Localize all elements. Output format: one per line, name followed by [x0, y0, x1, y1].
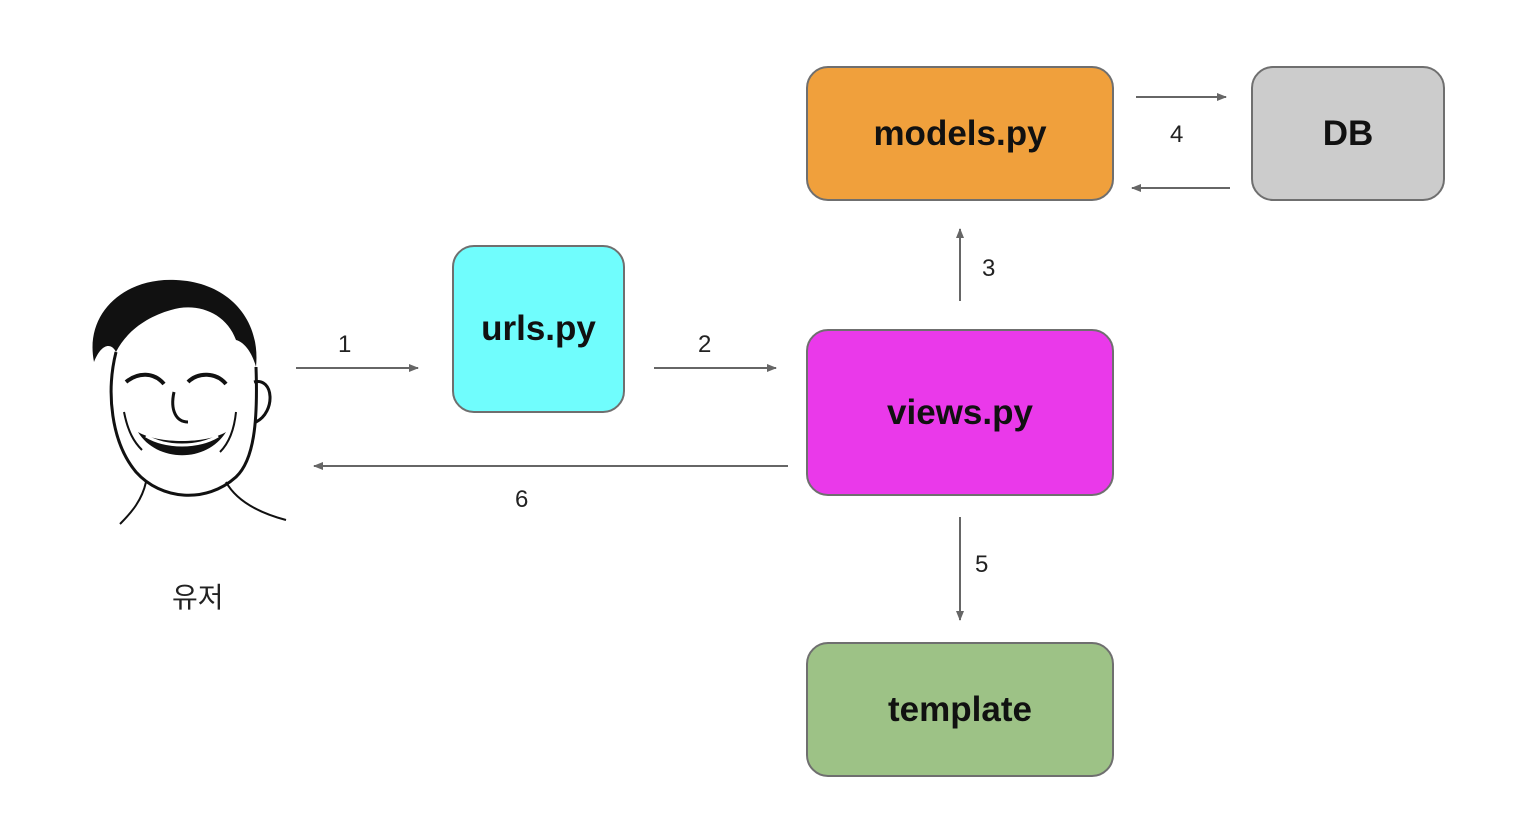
step-4-label: 4 — [1170, 121, 1184, 148]
db-node: DB — [1251, 66, 1445, 201]
urls-label: urls.py — [481, 309, 596, 348]
step-3-label: 3 — [982, 255, 996, 282]
urls-node: urls.py — [452, 245, 625, 413]
step-5-label: 5 — [975, 551, 989, 578]
models-node: models.py — [806, 66, 1114, 201]
db-label: DB — [1322, 113, 1374, 153]
views-node: views.py — [806, 329, 1114, 496]
step-2-label: 2 — [698, 331, 712, 358]
step-1-label: 1 — [338, 331, 352, 358]
laughing-face-icon — [92, 279, 287, 525]
models-label: models.py — [873, 113, 1047, 153]
template-label: template — [888, 689, 1032, 729]
template-node: template — [806, 642, 1114, 777]
views-label: views.py — [887, 392, 1033, 432]
user-label: 유저 — [172, 581, 224, 614]
step-6-label: 6 — [515, 486, 529, 513]
